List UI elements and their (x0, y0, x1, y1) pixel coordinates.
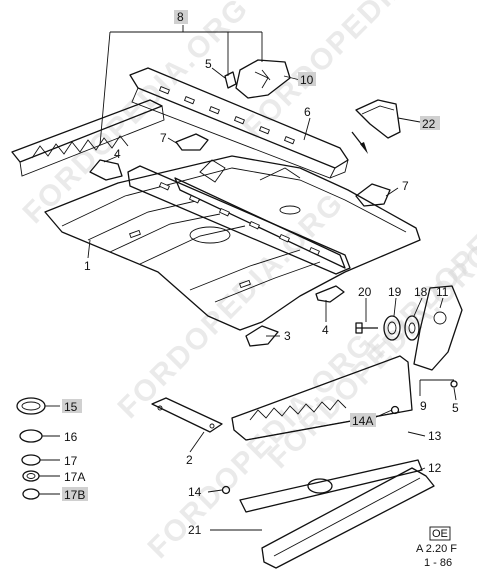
grommet-17b (22, 488, 40, 500)
callout-15: 15 (64, 400, 78, 414)
reference-box-frame (429, 526, 451, 541)
bracket-7-right (355, 183, 391, 207)
bracket-4-upper (89, 159, 123, 181)
callout-7-right: 7 (402, 179, 409, 193)
callout-16: 16 (64, 430, 78, 444)
plate-2 (151, 397, 223, 433)
callout-10: 10 (300, 73, 314, 87)
clip-5-upper (224, 71, 237, 89)
grommet-17a (22, 470, 40, 482)
callout-bubble (62, 487, 88, 501)
callout-2: 2 (186, 453, 193, 467)
callout-11: 11 (436, 285, 449, 299)
callout-17b: 17B (64, 488, 85, 502)
callout-bubble (420, 116, 440, 130)
callout-4-lower: 4 (322, 323, 329, 337)
clip-14 (221, 485, 231, 495)
callout-5-lower: 5 (452, 401, 459, 415)
callout-labels: 8 5 10 6 22 7 4 7 1 20 19 18 11 4 3 9 5 … (62, 10, 459, 537)
reference-block: OE A 2.20 F 1 - 86 (416, 526, 457, 569)
bolt-20 (355, 322, 378, 334)
watermark-text: FORDOPEDIA.ORG (17, 0, 256, 230)
bracket-3 (245, 325, 279, 347)
trim-strip (239, 459, 423, 513)
callout-18: 18 (414, 285, 428, 299)
cover-plate (351, 99, 401, 154)
callout-bubble (350, 413, 376, 427)
grommet-16 (19, 429, 43, 443)
callout-12: 12 (428, 461, 442, 475)
grommet-17 (21, 454, 41, 466)
callout-14a: 14A (352, 414, 373, 428)
callout-22: 22 (422, 117, 436, 131)
longitudinal-member (11, 99, 165, 177)
clip-5-lower (450, 380, 458, 388)
callout-4-upper: 4 (114, 147, 121, 161)
callout-17a: 17A (64, 470, 85, 484)
callout-21: 21 (188, 523, 202, 537)
grommet-15 (16, 397, 46, 415)
callout-8: 8 (177, 10, 184, 24)
jack-bracket (413, 285, 463, 371)
reference-date: 1 - 86 (424, 557, 452, 569)
callout-bubble (174, 10, 188, 24)
callout-19: 19 (388, 285, 402, 299)
callout-6: 6 (304, 105, 311, 119)
callout-bubble (298, 72, 316, 86)
callout-14: 14 (188, 485, 202, 499)
gusset-bracket (235, 59, 291, 99)
callout-bubble (62, 399, 82, 413)
leader-lines (39, 25, 457, 531)
callout-20: 20 (358, 285, 372, 299)
crossmember-lower (127, 165, 351, 275)
reference-section: A 2.20 F (416, 543, 457, 555)
callout-5-upper: 5 (205, 57, 212, 71)
washer (383, 315, 401, 341)
crossmember-upper (129, 67, 349, 179)
bracket-4-lower (315, 285, 345, 303)
callout-9: 9 (420, 399, 427, 413)
bracket-7-upper (175, 133, 209, 151)
callout-13: 13 (428, 429, 442, 443)
outer-sill (261, 467, 435, 569)
reference-box-code: OE (432, 528, 448, 540)
rubber-bush (404, 315, 420, 341)
callout-17: 17 (64, 454, 78, 468)
callout-1: 1 (84, 259, 91, 273)
callout-7-upper: 7 (160, 131, 167, 145)
callout-3: 3 (284, 329, 291, 343)
